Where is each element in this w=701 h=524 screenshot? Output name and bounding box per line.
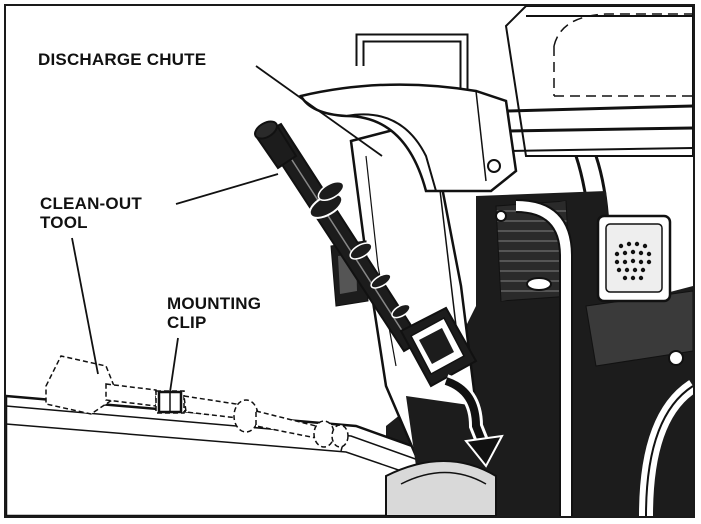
leader-discharge-chute: [255, 65, 383, 157]
clean-out-tool: [254, 120, 478, 388]
label-clean-out-tool: CLEAN-OUT TOOL: [40, 194, 142, 232]
mounting-clip: [157, 390, 183, 414]
motion-arrow: [443, 374, 504, 468]
label-mounting-clip: MOUNTING CLIP: [167, 294, 261, 332]
leader-mounting-clip: [169, 337, 179, 393]
label-clean-out-tool-line1: CLEAN-OUT: [40, 194, 142, 213]
label-mounting-clip-line2: CLIP: [167, 313, 207, 332]
leader-clean-out-tool-stowed: [71, 237, 99, 375]
leader-clean-out-tool: [175, 173, 279, 205]
snowblower-illustration: [6, 6, 693, 516]
stowed-tool-outline: [45, 355, 349, 448]
illustration-frame: DISCHARGE CHUTE CLEAN-OUT TOOL MOUNTING …: [4, 4, 695, 518]
label-discharge-chute: DISCHARGE CHUTE: [38, 50, 207, 69]
label-mounting-clip-line1: MOUNTING: [167, 294, 262, 313]
leader-lines: [71, 65, 383, 393]
label-clean-out-tool-line2: TOOL: [40, 213, 88, 232]
electrical-connector: [596, 214, 672, 303]
